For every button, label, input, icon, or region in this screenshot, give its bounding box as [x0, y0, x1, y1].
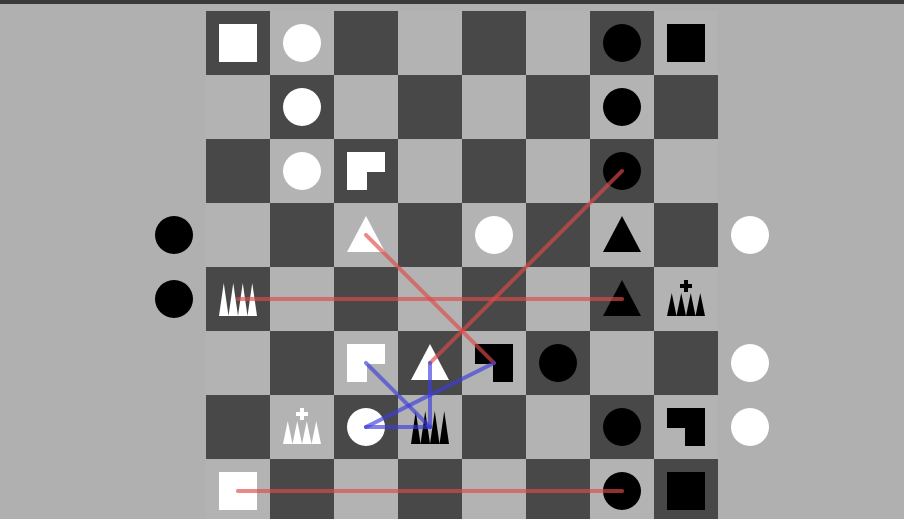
black-circle-piece[interactable]: [155, 216, 193, 254]
white-circle-piece[interactable]: [283, 24, 321, 62]
white-circle-piece[interactable]: [731, 216, 769, 254]
board-square[interactable]: [398, 75, 462, 139]
board-square[interactable]: [526, 395, 590, 459]
white-square-piece[interactable]: [219, 24, 257, 62]
board-square[interactable]: [334, 11, 398, 75]
black-circle-piece[interactable]: [539, 344, 577, 382]
white-circle-piece[interactable]: [731, 408, 769, 446]
black-corner-l-piece[interactable]: [666, 408, 705, 447]
board-square[interactable]: [206, 395, 270, 459]
board-square[interactable]: [654, 139, 718, 203]
board-square[interactable]: [654, 203, 718, 267]
board-square[interactable]: [462, 395, 526, 459]
board-square[interactable]: [654, 267, 718, 331]
board-square[interactable]: [270, 395, 334, 459]
black-circle-piece[interactable]: [155, 280, 193, 318]
black-square-piece[interactable]: [667, 24, 705, 62]
board-squares: [206, 11, 718, 519]
board-square[interactable]: [398, 139, 462, 203]
black-circle-piece[interactable]: [603, 408, 641, 446]
board-square[interactable]: [654, 331, 718, 395]
board-square[interactable]: [462, 11, 526, 75]
white-corner-r-piece[interactable]: [347, 152, 386, 191]
white-circle-piece[interactable]: [283, 152, 321, 190]
board-square[interactable]: [206, 331, 270, 395]
board-square[interactable]: [206, 139, 270, 203]
board-square[interactable]: [654, 75, 718, 139]
white-circle-piece[interactable]: [283, 88, 321, 126]
white-circle-piece[interactable]: [731, 344, 769, 382]
board-square[interactable]: [206, 203, 270, 267]
board-square[interactable]: [590, 331, 654, 395]
black-circle-piece[interactable]: [603, 88, 641, 126]
black-circle-piece[interactable]: [603, 24, 641, 62]
board-square[interactable]: [462, 75, 526, 139]
board-square[interactable]: [462, 139, 526, 203]
board-square[interactable]: [270, 331, 334, 395]
board-square[interactable]: [526, 11, 590, 75]
board-square[interactable]: [270, 203, 334, 267]
board-square[interactable]: [334, 75, 398, 139]
board-square[interactable]: [526, 139, 590, 203]
board-square[interactable]: [206, 75, 270, 139]
board-square[interactable]: [398, 11, 462, 75]
board-square[interactable]: [526, 75, 590, 139]
black-square-piece[interactable]: [667, 472, 705, 510]
board-square[interactable]: [398, 203, 462, 267]
white-circle-piece[interactable]: [475, 216, 513, 254]
